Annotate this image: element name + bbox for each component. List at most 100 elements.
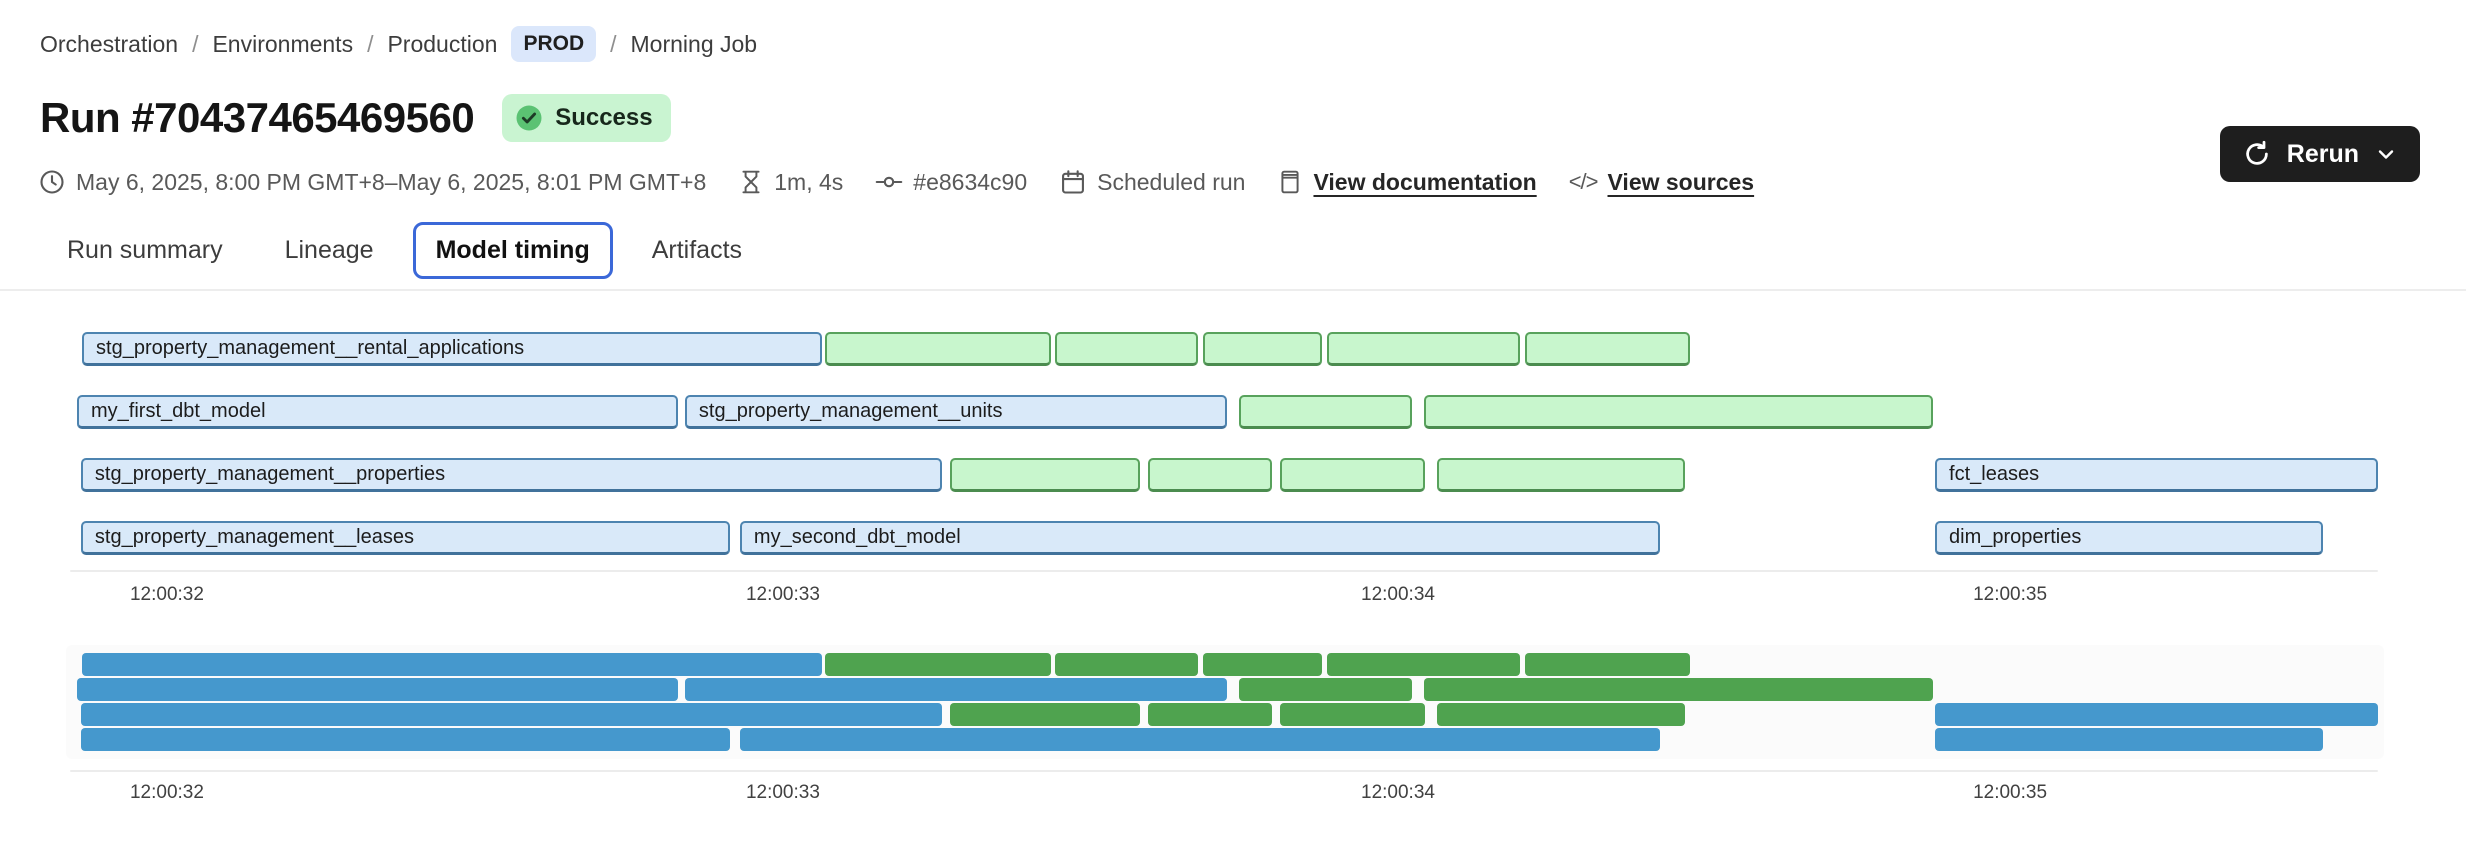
breadcrumb-morning-job[interactable]: Morning Job — [630, 30, 758, 57]
refresh-icon — [2242, 139, 2272, 169]
breadcrumb-production[interactable]: Production — [387, 30, 498, 57]
minimap-bar-test[interactable] — [1239, 678, 1413, 701]
minimap-bar-model[interactable] — [82, 653, 823, 676]
minimap-bar-test[interactable] — [1326, 653, 1520, 676]
view-documentation-link[interactable]: View documentation — [1277, 169, 1537, 196]
gantt-bar-test[interactable] — [1239, 395, 1413, 429]
minimap-row — [77, 703, 2378, 726]
gantt-bar-model[interactable]: my_first_dbt_model — [77, 395, 679, 429]
minimap-bar-test[interactable] — [1054, 653, 1198, 676]
breadcrumb-orchestration[interactable]: Orchestration — [40, 30, 179, 57]
gantt-bar-label: my_second_dbt_model — [753, 526, 961, 548]
minimap-row — [77, 653, 2378, 676]
gantt-bar-model[interactable]: stg_property_management__properties — [80, 458, 942, 492]
minimap-bar-model[interactable] — [80, 728, 731, 751]
status-label: Success — [555, 104, 653, 131]
book-icon — [1277, 169, 1303, 195]
minimap-bar-model[interactable] — [1935, 728, 2323, 751]
run-duration: 1m, 4s — [738, 169, 843, 196]
title-row: Run #70437465469560 Success — [40, 94, 671, 142]
minimap-bar-model[interactable] — [684, 678, 1227, 701]
gantt-bar-test[interactable] — [1424, 395, 1933, 429]
run-tabs: Run summary Lineage Model timing Artifac… — [44, 222, 765, 279]
gantt-bar-test[interactable] — [825, 332, 1051, 366]
gantt-bar-test[interactable] — [1148, 458, 1273, 492]
tab-model-timing[interactable]: Model timing — [412, 222, 613, 279]
axis-tick-label: 12:00:34 — [1361, 584, 1435, 605]
minimap-bar-test[interactable] — [1279, 703, 1425, 726]
gantt-row: stg_property_management__leases my_second… — [77, 521, 2378, 555]
axis-tick-label: 12:00:35 — [1973, 584, 2048, 605]
minimap-bar-test[interactable] — [1436, 703, 1685, 726]
gantt-bar-model[interactable]: stg_property_management__leases — [80, 521, 731, 555]
gantt-bar-label: my_first_dbt_model — [91, 400, 266, 422]
gantt-bar-label: stg_property_management__units — [698, 400, 1003, 422]
minimap-bar-model[interactable] — [739, 728, 1660, 751]
commit-sha: #e8634c90 — [875, 168, 1027, 196]
breadcrumb-environments[interactable]: Environments — [212, 30, 354, 57]
rerun-button[interactable]: Rerun — [2219, 126, 2420, 182]
page-title: Run #70437465469560 — [40, 94, 475, 141]
run-meta-row: May 6, 2025, 8:00 PM GMT+8–May 6, 2025, … — [38, 168, 1754, 196]
gantt-bar-label: dim_properties — [1949, 526, 2082, 548]
minimap-row — [77, 728, 2378, 751]
minimap-bar-model[interactable] — [1935, 703, 2378, 726]
check-circle-icon — [514, 103, 544, 133]
schedule-window: May 6, 2025, 8:00 PM GMT+8–May 6, 2025, … — [38, 168, 706, 196]
code-icon: </> — [1568, 169, 1599, 194]
gantt-bar-test[interactable] — [1203, 332, 1323, 366]
commit-icon — [875, 168, 903, 196]
minimap-bar-test[interactable] — [949, 703, 1141, 726]
breadcrumb-separator: / — [610, 30, 617, 57]
gantt-axis-line — [70, 570, 2378, 572]
minimap-bar-test[interactable] — [1424, 678, 1933, 701]
gantt-bar-test[interactable] — [1326, 332, 1520, 366]
gantt-bar-model[interactable]: dim_properties — [1935, 521, 2323, 555]
axis-tick-label: 12:00:33 — [745, 782, 820, 803]
axis-tick-label: 12:00:32 — [129, 782, 204, 803]
breadcrumb: Orchestration / Environments / Productio… — [40, 26, 757, 62]
gantt-bar-test[interactable] — [1279, 458, 1425, 492]
timing-minimap[interactable] — [77, 653, 2378, 753]
gantt-row: stg_property_management__rental_applicat… — [77, 332, 2378, 366]
minimap-bar-model[interactable] — [77, 678, 679, 701]
minimap-bar-model[interactable] — [80, 703, 942, 726]
axis-tick-label: 12:00:33 — [745, 584, 820, 605]
axis-tick-label: 12:00:32 — [129, 584, 204, 605]
tab-lineage[interactable]: Lineage — [284, 236, 374, 264]
gantt-bar-label: stg_property_management__rental_applicat… — [96, 337, 525, 359]
gantt-axis-ticks: 12:00:32 12:00:33 12:00:34 12:00:35 — [77, 584, 2378, 610]
environment-badge: PROD — [511, 26, 597, 62]
tabs-divider — [0, 289, 2466, 291]
minimap-bar-test[interactable] — [1148, 703, 1273, 726]
gantt-bar-model[interactable]: fct_leases — [1935, 458, 2378, 492]
minimap-bar-test[interactable] — [1525, 653, 1690, 676]
breadcrumb-separator: / — [367, 30, 374, 57]
gantt-bar-label: fct_leases — [1949, 463, 2040, 485]
axis-tick-label: 12:00:35 — [1973, 782, 2048, 803]
chevron-down-icon — [2374, 142, 2398, 166]
calendar-icon — [1059, 168, 1087, 196]
gantt-row: my_first_dbt_model stg_property_managemen… — [77, 395, 2378, 429]
breadcrumb-separator: / — [192, 30, 199, 57]
tab-artifacts[interactable]: Artifacts — [651, 236, 743, 264]
minimap-axis-line — [70, 770, 2378, 772]
minimap-bar-test[interactable] — [825, 653, 1051, 676]
gantt-bar-test[interactable] — [1525, 332, 1690, 366]
gantt-bar-test[interactable] — [1054, 332, 1198, 366]
gantt-bar-model[interactable]: stg_property_management__units — [684, 395, 1227, 429]
gantt-bar-model[interactable]: stg_property_management__rental_applicat… — [82, 332, 823, 366]
trigger-type: Scheduled run — [1059, 168, 1245, 196]
view-sources-link[interactable]: </> View sources — [1568, 168, 1755, 195]
model-timing-gantt: stg_property_management__rental_applicat… — [77, 332, 2378, 590]
tab-run-summary[interactable]: Run summary — [67, 236, 223, 264]
gantt-bar-model[interactable]: my_second_dbt_model — [739, 521, 1660, 555]
gantt-bar-label: stg_property_management__properties — [94, 463, 446, 485]
gantt-bar-test[interactable] — [949, 458, 1141, 492]
rerun-label: Rerun — [2286, 139, 2359, 168]
minimap-row — [77, 678, 2378, 701]
minimap-bar-test[interactable] — [1203, 653, 1323, 676]
gantt-bar-test[interactable] — [1436, 458, 1685, 492]
